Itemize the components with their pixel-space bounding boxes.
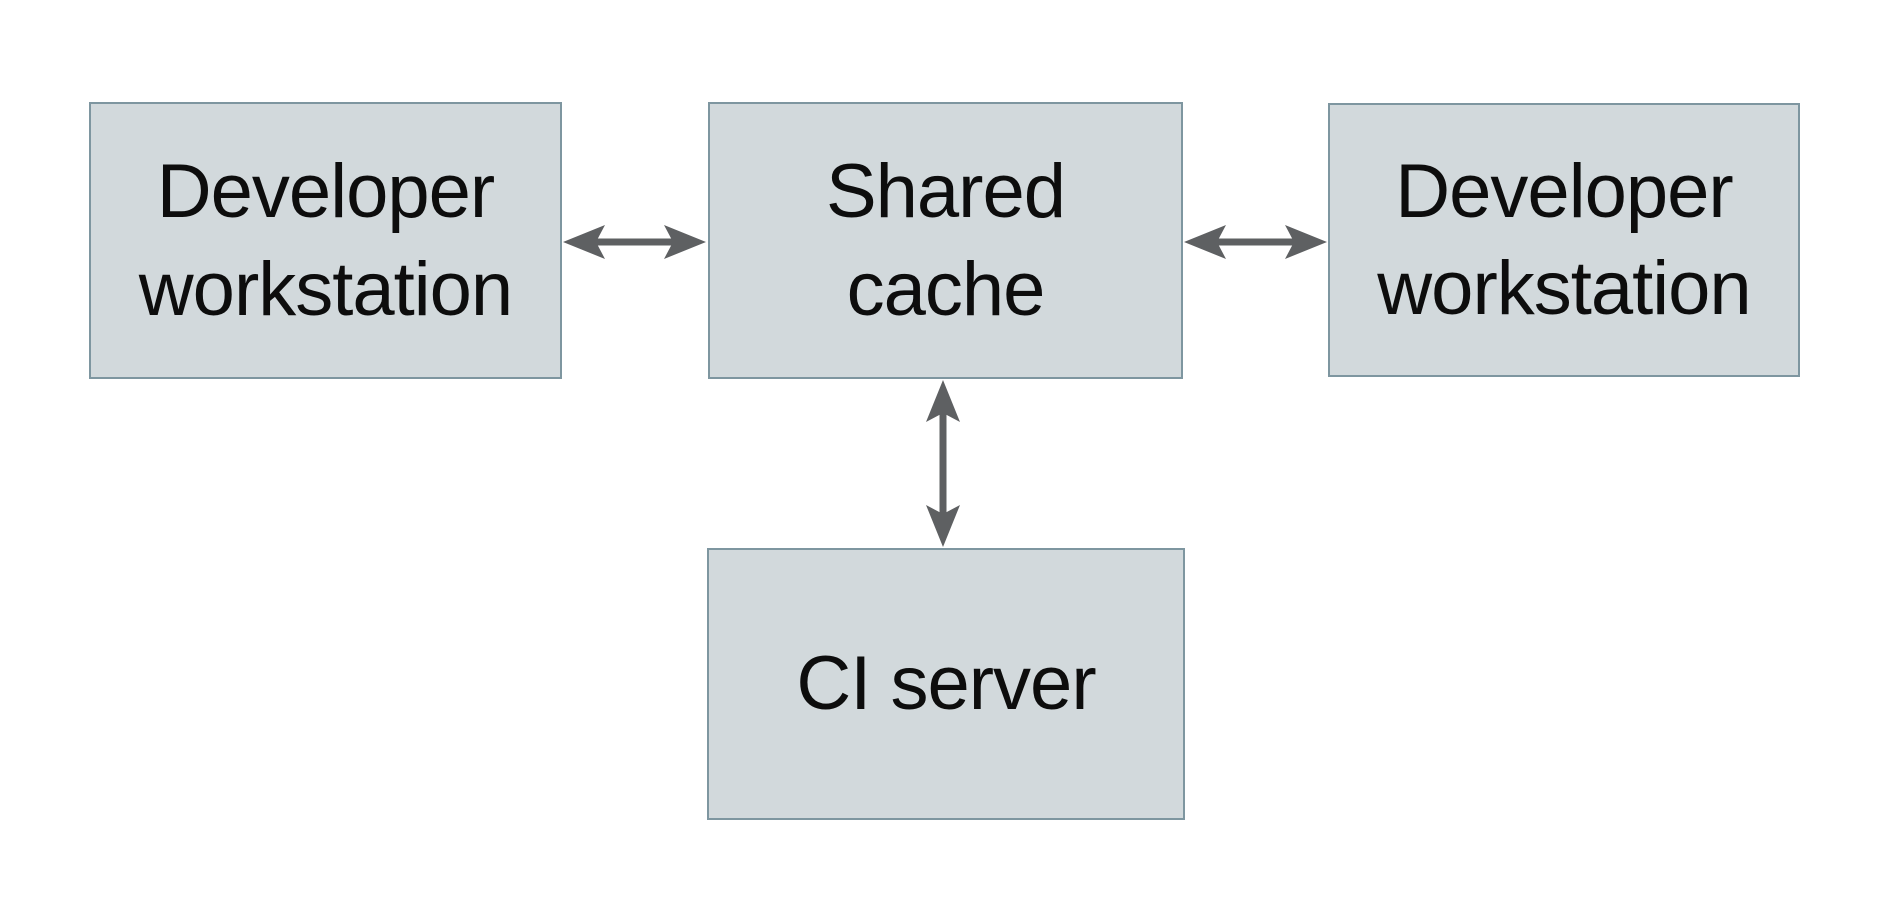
node-label-shared-cache: Shared cache bbox=[825, 149, 1066, 332]
node-ci-server: CI server bbox=[707, 548, 1185, 820]
node-label-developer-workstation-left: Developer workstation bbox=[138, 149, 513, 332]
bidirectional-arrow-icon-vertical bbox=[926, 380, 960, 547]
node-developer-workstation-right: Developer workstation bbox=[1328, 103, 1800, 377]
node-label-developer-workstation-right: Developer workstation bbox=[1377, 148, 1751, 331]
node-developer-workstation-left: Developer workstation bbox=[89, 102, 562, 379]
node-label-ci-server: CI server bbox=[796, 641, 1096, 727]
bidirectional-arrow-icon-left bbox=[563, 225, 706, 259]
node-shared-cache: Shared cache bbox=[708, 102, 1183, 379]
bidirectional-arrow-icon-right bbox=[1184, 225, 1327, 259]
